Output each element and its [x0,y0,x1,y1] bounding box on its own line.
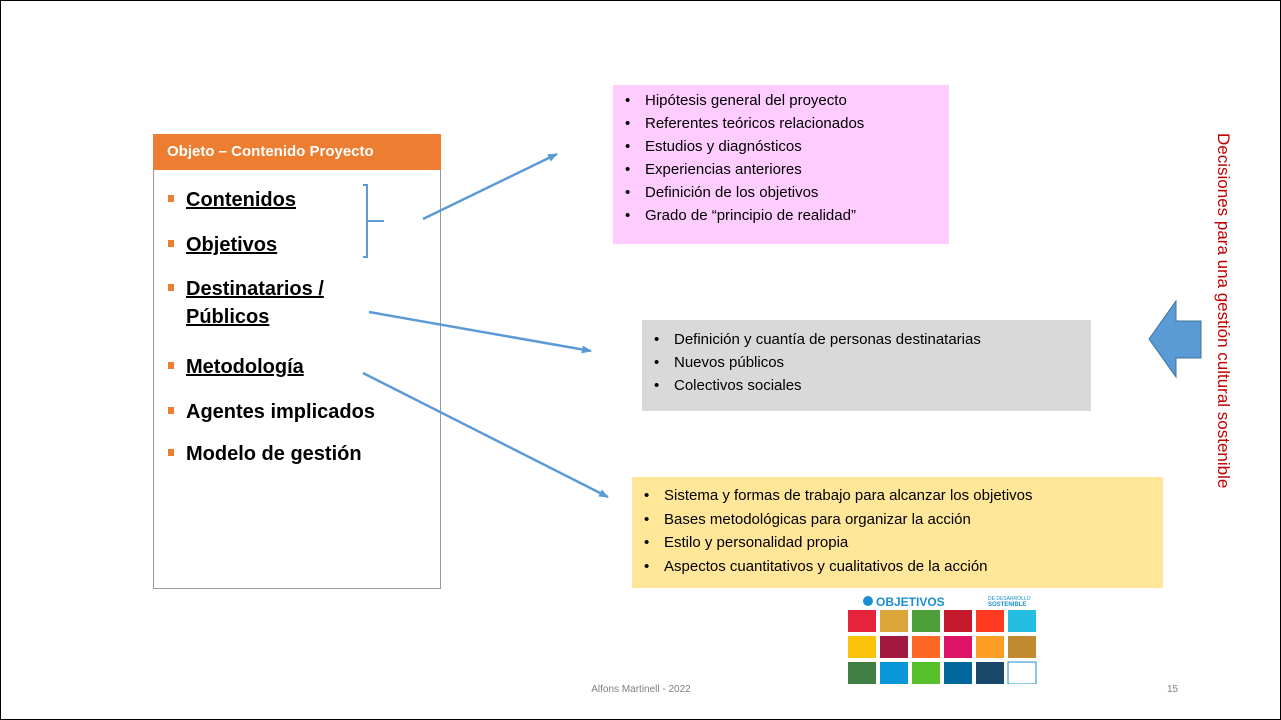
sdg-goal-tile [848,636,876,658]
list-item: Colectivos sociales [642,374,1091,397]
sdg-goal-tile [1008,610,1036,632]
sdg-goal-tile [976,610,1004,632]
item-destinatarios: Destinatarios / Públicos [168,276,324,330]
list-item: Experiencias anteriores [613,158,949,181]
list-item: Definición de los objetivos [613,181,949,204]
footer-author: Alfons Martinell - 2022 [591,684,691,695]
bullet-icon [168,362,174,369]
bullet-icon [168,240,174,247]
bullet-icon [168,195,174,202]
left-block-arrow-icon [1148,299,1202,379]
bullet-list: Definición y cuantía de personas destina… [642,328,1091,397]
sdg-goal-tile [912,662,940,684]
page-number: 15 [1167,684,1179,695]
sdg-subtitle-1: DE DESARROLLO [988,596,1031,602]
item-label: Destinatarios / [186,278,324,300]
content-box-gray: Definición y cuantía de personas destina… [642,320,1091,411]
sdg-goal-tile [1007,661,1037,684]
sdg-title: OBJETIVOS [876,595,945,609]
list-item: Estilo y personalidad propia [632,531,1163,555]
sdg-goal-tile [976,662,1004,684]
bracket-shape [363,184,384,258]
sdg-goal-tile [944,662,972,684]
panel-header: Objeto – Contenido Proyecto [153,134,441,170]
bullet-icon [168,407,174,414]
sdg-subtitle-2: SOSTENIBLE [988,602,1026,608]
item-label: Modelo de gestión [186,443,362,465]
side-title: Decisiones para una gestión cultural sos… [1214,133,1233,489]
sdg-logo: OBJETIVOS DE DESARROLLO SOSTENIBLE [848,595,1037,684]
item-metodologia: Metodología [168,354,304,380]
item-label: Agentes implicados [186,401,375,423]
sdg-goal-tile [912,636,940,658]
list-item: Aspectos cuantitativos y cualitativos de… [632,555,1163,579]
item-contenidos: Contenidos [168,187,296,213]
list-item: Sistema y formas de trabajo para alcanza… [632,484,1163,508]
sdg-goal-grid [848,610,1037,684]
list-item: Hipótesis general del proyecto [613,89,949,112]
item-objetivos: Objetivos [168,232,277,258]
list-item: Bases metodológicas para organizar la ac… [632,508,1163,532]
sdg-goal-tile [912,610,940,632]
item-agentes: Agentes implicados [168,399,375,425]
bullet-list: Hipótesis general del proyecto Referente… [613,89,949,227]
list-item: Estudios y diagnósticos [613,135,949,158]
item-label: Metodología [186,356,304,378]
sdg-goal-tile [848,662,876,684]
list-item: Grado de “principio de realidad” [613,204,949,227]
item-label-line2: Públicos [186,306,270,328]
bullet-icon [168,449,174,456]
sdg-goal-tile [880,610,908,632]
sdg-goal-tile [848,610,876,632]
bullet-list: Sistema y formas de trabajo para alcanza… [632,484,1163,578]
arrow-to-pink [422,152,558,221]
sdg-goal-tile [880,636,908,658]
item-modelo: Modelo de gestión [168,441,362,467]
sdg-goal-tile [944,610,972,632]
content-panel: Objeto – Contenido Proyecto Contenidos O… [153,134,441,589]
sdg-goal-tile [880,662,908,684]
list-item: Referentes teóricos relacionados [613,112,949,135]
item-label: Contenidos [186,189,296,211]
list-item: Definición y cuantía de personas destina… [642,328,1091,351]
sdg-goal-tile [944,636,972,658]
sdg-goal-tile [976,636,1004,658]
arrow-to-gray [368,310,592,354]
bullet-icon [168,284,174,291]
list-item: Nuevos públicos [642,351,1091,374]
sdg-goal-tile [1008,636,1036,658]
content-box-yellow: Sistema y formas de trabajo para alcanza… [632,477,1163,588]
arrow-to-yellow [362,371,609,499]
content-box-pink: Hipótesis general del proyecto Referente… [613,85,949,244]
item-label: Objetivos [186,234,278,256]
